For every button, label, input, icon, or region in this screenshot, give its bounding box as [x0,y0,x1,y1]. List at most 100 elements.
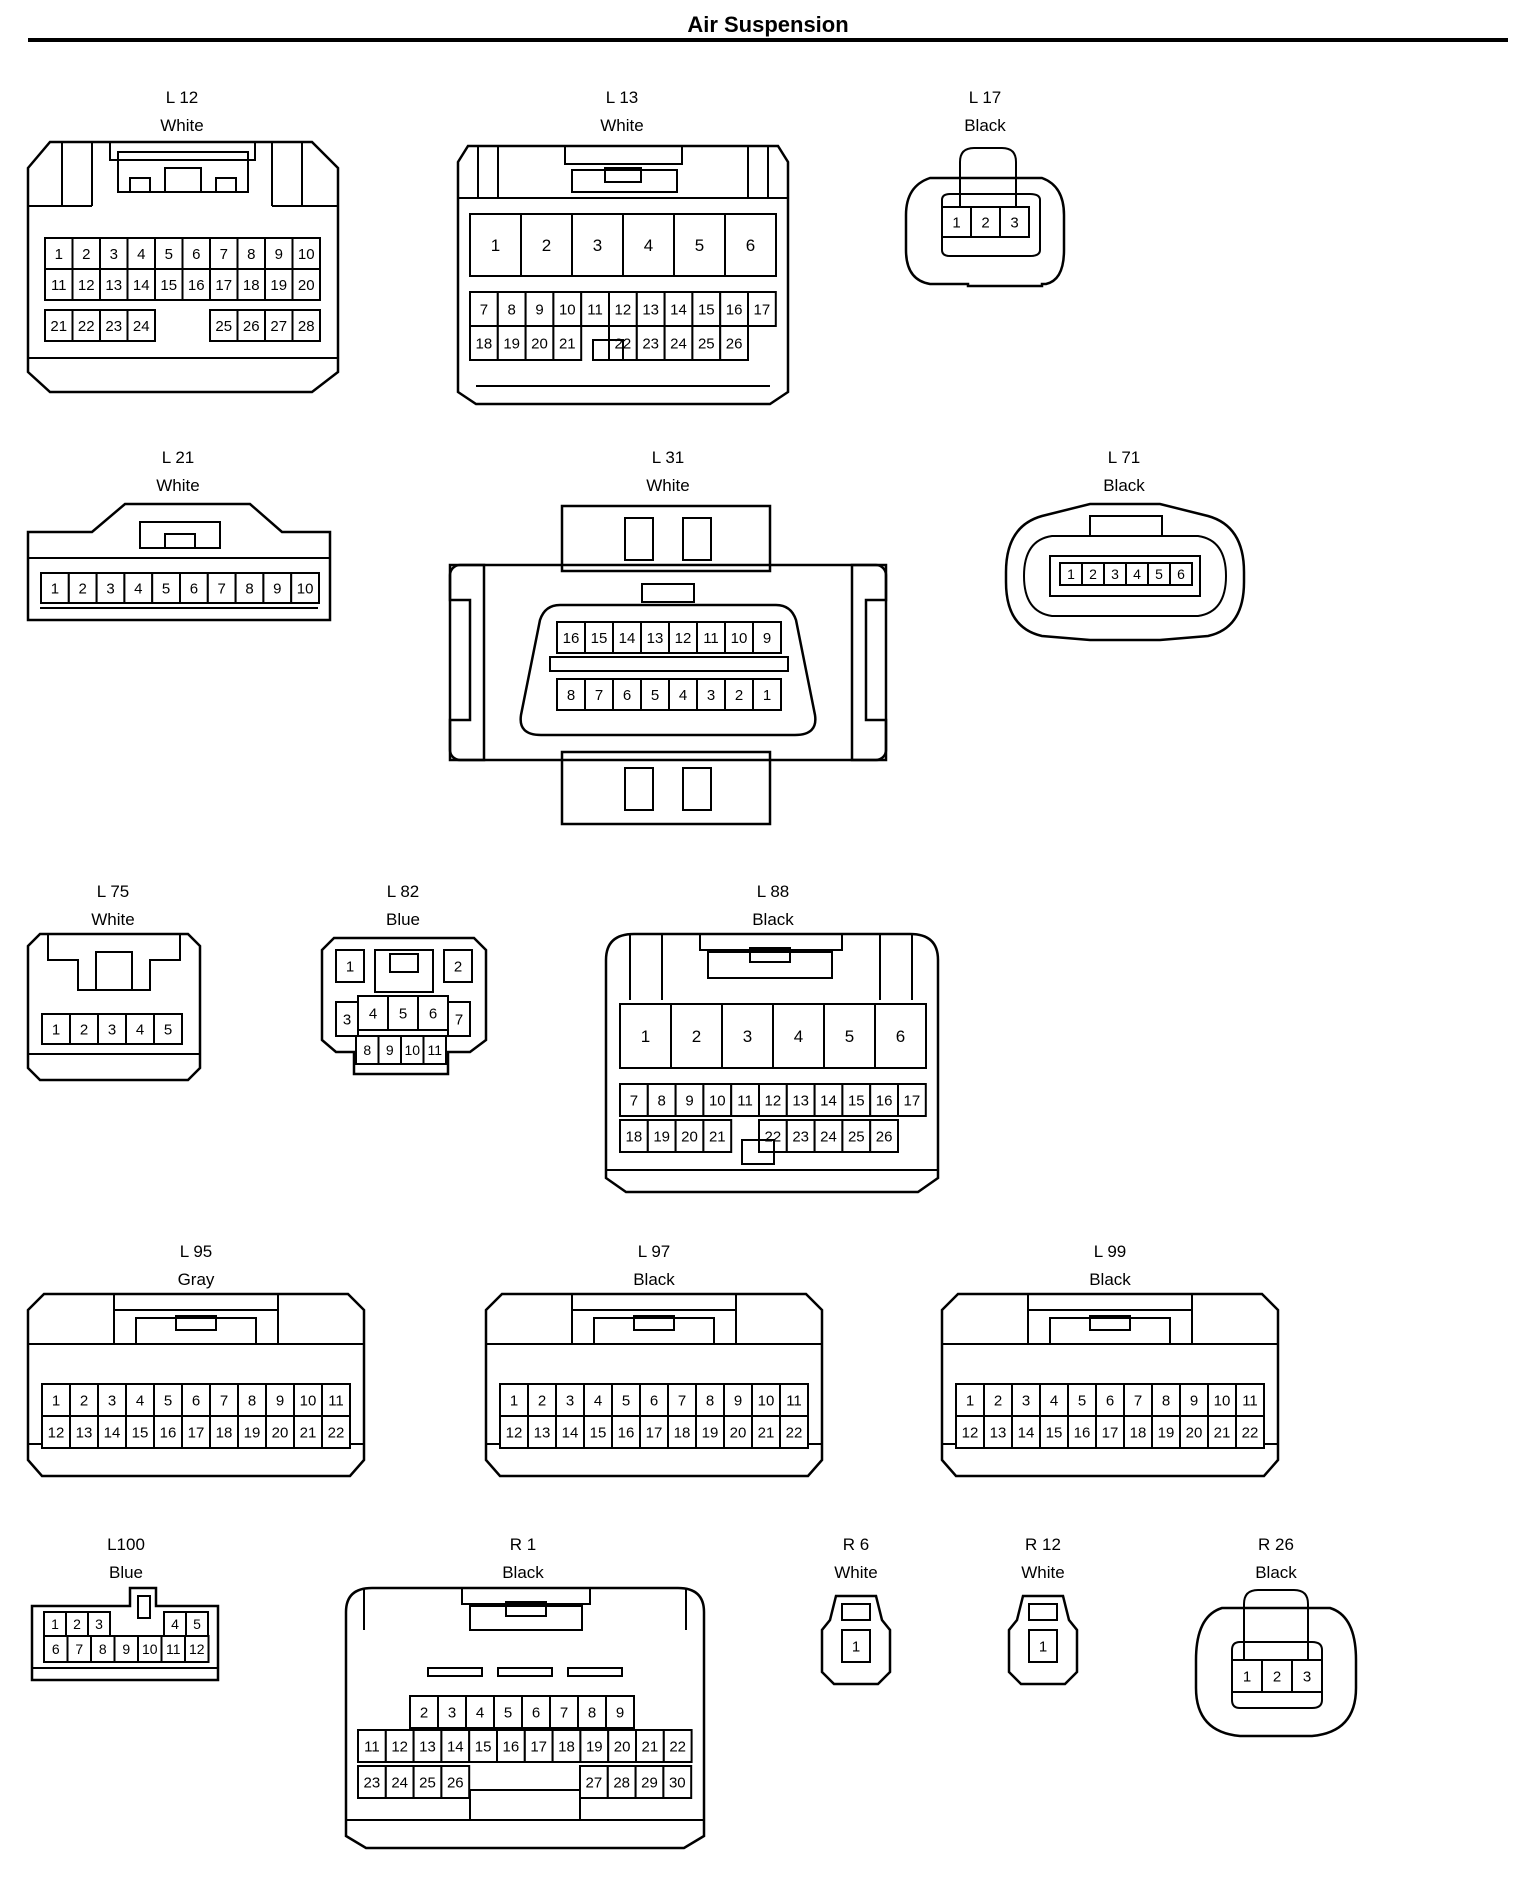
connector-outline [26,140,340,394]
pin-cell [209,237,239,270]
connector-outline [519,603,817,737]
pin-number: 6 [650,1392,658,1409]
pin-cell [153,1013,183,1045]
connector-name: L 17 [969,88,1001,107]
pin-cell [640,621,670,654]
pin-number: 10 [404,1042,420,1058]
pin-number: 18 [558,1738,575,1755]
pin-cell [357,1729,387,1763]
pin-cell [724,213,777,277]
pin-cell [639,1383,669,1417]
pin-number: 5 [651,687,659,704]
connector-color: White [156,476,199,495]
pin-number: 23 [792,1128,809,1145]
pin-number: 14 [670,301,687,318]
pin-number: 8 [245,580,253,597]
connector-color: White [160,116,203,135]
connector-outline [497,1667,553,1677]
pin-number: 11 [364,1738,380,1755]
pin-number: 15 [475,1738,492,1755]
pin-number: 28 [298,318,315,335]
pin-cell [236,268,266,301]
pin-cell [813,1083,844,1117]
connector-outline [624,517,654,561]
pin-number: 12 [765,1092,782,1109]
pin-number: 9 [1190,1392,1198,1409]
connector-outline [448,563,486,762]
pin-number: 9 [616,1704,624,1721]
pin-number: 3 [593,236,602,255]
pin-number: 10 [559,301,576,318]
pin-number: 1 [51,580,59,597]
pin-cell [1039,1415,1069,1449]
connector-outline [135,1317,257,1345]
connector-outline [904,176,1066,288]
pin-cell [1095,1415,1125,1449]
pin-number: 1 [1067,566,1075,582]
pin-number: 1 [55,246,63,263]
pin-cell [583,1383,613,1417]
connector-outline [1022,535,1228,617]
pin-cell [237,1383,267,1417]
connector-outline [1089,1315,1131,1331]
pin-cell [619,1083,649,1117]
connector-name: L 21 [162,448,194,467]
connector-name: R 12 [1025,1535,1061,1554]
pin-cell [440,1765,471,1799]
pin-number: 9 [122,1641,130,1657]
connector-outline [26,502,332,622]
pin-number: 2 [1273,1668,1281,1685]
pin-number: 11 [51,277,67,294]
pin-number: 16 [160,1424,177,1441]
connector-name: L 13 [606,88,638,107]
connector-outline [175,1315,217,1331]
pin-number: 7 [220,1392,228,1409]
pin-cell [154,237,184,270]
pin-cell [674,1083,705,1117]
pin-cell [321,1415,351,1449]
pin-number: 1 [1039,1638,1047,1655]
pin-number: 1 [51,1616,59,1632]
pin-number: 1 [852,1638,860,1655]
pin-number: 30 [669,1774,686,1791]
pin-cell [662,1765,693,1799]
pin-number: 5 [399,1005,407,1022]
pin-number: 22 [669,1738,686,1755]
pin-number: 5 [164,1392,172,1409]
pin-cell [983,1383,1013,1417]
pin-number: 1 [952,214,960,231]
connector-outline [567,1667,623,1677]
pin-number: 27 [586,1774,603,1791]
pin-number: 25 [215,318,232,335]
pin-number: 13 [792,1092,809,1109]
pin-cell [447,1001,471,1037]
connector-outline [137,1595,151,1619]
pin-number: 17 [188,1424,205,1441]
pin-number: 7 [595,687,603,704]
pin-cell [758,1083,788,1117]
pin-cell [670,1003,723,1069]
pin-cell [724,678,754,711]
pin-number: 9 [273,580,281,597]
pin-cell [1028,1629,1058,1663]
pin-cell [67,572,98,604]
pin-number: 14 [447,1738,464,1755]
pin-number: 5 [1078,1392,1086,1409]
connector-color: Black [964,116,1006,135]
pin-number: 2 [994,1392,1002,1409]
pin-number: 14 [820,1092,837,1109]
pin-number: 22 [765,1128,782,1145]
pin-cell [646,1119,677,1153]
pin-number: 13 [419,1738,436,1755]
pin-number: 7 [480,301,488,318]
pin-cell [691,325,722,361]
connector-color: Blue [109,1563,143,1582]
pin-number: 4 [171,1616,179,1632]
pin-cell [291,237,321,270]
